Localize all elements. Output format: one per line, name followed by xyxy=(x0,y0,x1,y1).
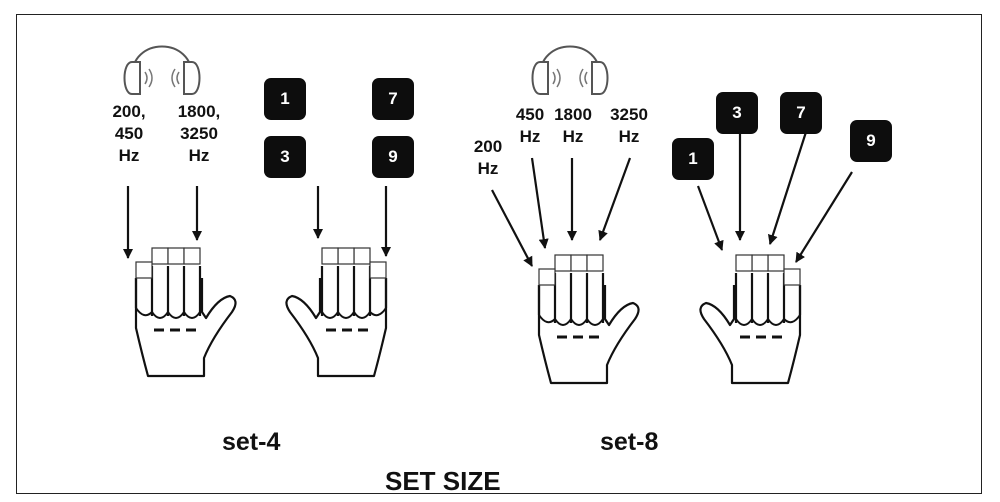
arrow-icon xyxy=(698,186,722,250)
set-8-caption: set-8 xyxy=(600,428,658,457)
headphones-icon xyxy=(533,47,608,95)
key-3: 3 xyxy=(716,92,758,134)
freq-label-3250: 3250 Hz xyxy=(606,104,652,148)
left-hand-icon xyxy=(136,248,236,376)
key-9: 9 xyxy=(850,120,892,162)
right-hand-icon xyxy=(286,248,386,376)
key-3: 3 xyxy=(264,136,306,178)
arrow-icon xyxy=(492,190,532,266)
arrow-icon xyxy=(600,158,630,240)
key-9: 9 xyxy=(372,136,414,178)
headphones-icon xyxy=(125,47,200,95)
key-1: 1 xyxy=(672,138,714,180)
freq-label-1800: 1800 Hz xyxy=(550,104,596,148)
key-7: 7 xyxy=(780,92,822,134)
freq-label-1800-3250: 1800, 3250 Hz xyxy=(174,101,224,167)
freq-label-200: 200 Hz xyxy=(468,136,508,180)
freq-label-450: 450 Hz xyxy=(510,104,550,148)
arrow-icon xyxy=(532,158,545,248)
key-7: 7 xyxy=(372,78,414,120)
right-hand-icon xyxy=(700,255,800,383)
arrow-icon xyxy=(770,132,806,244)
arrow-icon xyxy=(796,172,852,262)
left-hand-icon xyxy=(539,255,639,383)
set-4-caption: set-4 xyxy=(222,428,280,457)
set-size-caption: SET SIZE xyxy=(385,466,501,497)
key-1: 1 xyxy=(264,78,306,120)
freq-label-200-450: 200, 450 Hz xyxy=(106,101,152,167)
